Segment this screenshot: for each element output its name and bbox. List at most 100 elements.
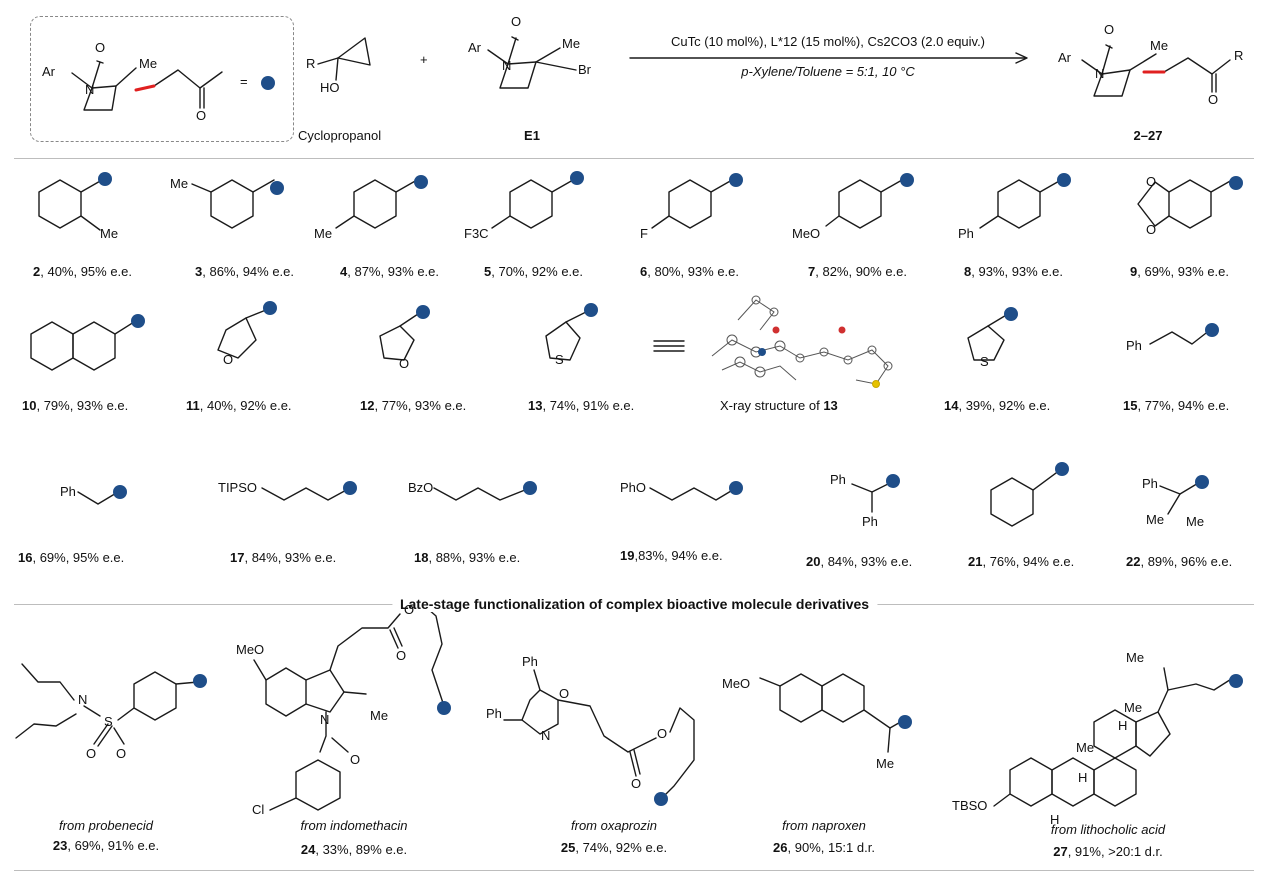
caption-7: 7, 82%, 90% e.e. <box>808 264 908 279</box>
product-r-label: R <box>1234 48 1244 63</box>
caption-2: 2, 40%, 95% e.e. <box>33 264 133 279</box>
caption-27: 27, 91%, >20:1 d.r. <box>1053 844 1163 859</box>
atom-tbso-27: TBSO <box>952 798 988 813</box>
conditions-line-1: CuTc (10 mol%), L*12 (15 mol%), Cs2CO3 (… <box>670 34 986 49</box>
atom-me-3: Me <box>170 176 189 191</box>
atom-o-25b: O <box>657 726 668 741</box>
core-n-label: N <box>85 82 95 97</box>
core-ar-label: Ar <box>42 64 55 79</box>
cyclopropanol-r-label: R <box>306 56 316 71</box>
e1-me-label: Me <box>562 36 581 51</box>
atom-n-23: N <box>78 692 88 707</box>
atom-meo-7: MeO <box>792 226 821 241</box>
structure-25 <box>503 669 695 801</box>
atom-me-26: Me <box>876 756 895 771</box>
cyclopropanol-ho-label: HO <box>320 80 340 95</box>
from-oxaprozin: from oxaprozin <box>571 818 657 833</box>
caption-xray: X-ray structure of 13 <box>720 398 838 413</box>
structure-13 <box>545 311 587 361</box>
atom-pho-19: PhO <box>620 480 647 495</box>
e1-n-label: N <box>502 58 512 73</box>
pyrrolidinone-core-definition <box>71 60 223 111</box>
e1-o-label: O <box>511 14 522 29</box>
cyclopropanol-caption: Cyclopropanol <box>298 128 382 143</box>
atom-o-12: O <box>399 356 410 371</box>
atom-ph-25b: Ph <box>486 706 502 721</box>
equivalence-sign <box>653 340 685 352</box>
atom-f3c-5: F3C <box>464 226 489 241</box>
e1-caption: E1 <box>524 128 540 143</box>
product-ar-label: Ar <box>1058 50 1071 65</box>
divider-bottom <box>14 870 1254 871</box>
late-stage-section-title: Late-stage functionalization of complex … <box>391 596 878 612</box>
atom-ph-16: Ph <box>60 484 76 499</box>
atom-h-27b: H <box>1078 770 1088 785</box>
atom-o-11: O <box>223 352 234 367</box>
atom-me-2: Me <box>100 226 119 241</box>
structure-7 <box>825 179 903 229</box>
structure-4 <box>335 179 418 229</box>
atom-o-25c: O <box>631 776 642 791</box>
caption-21: 21, 76%, 94% e.e. <box>968 554 1075 569</box>
caption-24: 24, 33%, 89% e.e. <box>300 842 408 857</box>
atom-h-27c: H <box>1050 812 1060 827</box>
structure-8 <box>979 179 1062 229</box>
atom-me-24: Me <box>370 708 389 723</box>
atom-me-27a: Me <box>1126 650 1145 665</box>
core-equals: = <box>240 74 248 89</box>
product-n-label: N <box>1095 66 1105 81</box>
caption-22: 22, 89%, 96% e.e. <box>1126 554 1233 569</box>
core-ketone-o-label: O <box>196 108 207 123</box>
caption-12: 12, 77%, 93% e.e. <box>360 398 467 413</box>
conditions-line-2: p-Xylene/Toluene = 5:1, 10 °C <box>741 64 915 79</box>
caption-17: 17, 84%, 93% e.e. <box>230 550 337 565</box>
from-indomethacin: from indomethacin <box>300 818 408 833</box>
product-o-label: O <box>1104 22 1115 37</box>
caption-14: 14, 39%, 92% e.e. <box>944 398 1051 413</box>
divider-top <box>14 158 1254 159</box>
xray-structure-image <box>711 295 893 388</box>
caption-16: 16, 69%, 95% e.e. <box>18 550 125 565</box>
structure-18 <box>433 487 531 501</box>
from-naproxen: from naproxen <box>782 818 866 833</box>
atom-s-23: S <box>104 714 113 729</box>
caption-23: 23, 69%, 91% e.e. <box>52 838 160 853</box>
atom-tipso-17: TIPSO <box>218 480 258 495</box>
core-me-label: Me <box>139 56 158 71</box>
atom-o-9b: O <box>1146 222 1157 237</box>
structure-23 <box>15 663 199 747</box>
structure-12 <box>379 313 419 361</box>
atom-o-24b: O <box>396 648 407 663</box>
structure-24 <box>253 601 445 811</box>
atom-me-27c: Me <box>1076 740 1095 755</box>
atom-ph-20b: Ph <box>862 514 878 529</box>
atom-me-22a: Me <box>1146 512 1165 527</box>
atom-f-6: F <box>640 226 648 241</box>
caption-15: 15, 77%, 94% e.e. <box>1123 398 1230 413</box>
caption-9: 9, 69%, 93% e.e. <box>1130 264 1230 279</box>
structure-2 <box>38 179 103 231</box>
atom-o-9a: O <box>1146 174 1157 189</box>
atom-bzo-18: BzO <box>408 480 434 495</box>
plus-sign: + <box>420 52 428 67</box>
caption-8: 8, 93%, 93% e.e. <box>964 264 1064 279</box>
atom-me-4: Me <box>314 226 333 241</box>
caption-6: 6, 80%, 93% e.e. <box>640 264 740 279</box>
atom-ph-8: Ph <box>958 226 974 241</box>
structure-17 <box>261 487 351 501</box>
atom-o-23b: O <box>116 746 127 761</box>
atom-s-13: S <box>555 352 564 367</box>
atom-o-24c: O <box>350 752 361 767</box>
cyclopropanol-structure <box>317 37 371 81</box>
structure-27 <box>993 667 1237 807</box>
caption-26: 26, 90%, 15:1 d.r. <box>773 840 875 855</box>
atom-s-14: S <box>980 354 989 369</box>
atom-ph-15: Ph <box>1126 338 1142 353</box>
atom-me-22b: Me <box>1186 514 1205 529</box>
structure-5 <box>491 179 574 229</box>
structure-19 <box>649 487 737 501</box>
e1-br-label: Br <box>578 62 591 77</box>
product-structure <box>1081 44 1231 97</box>
caption-11: 11, 40%, 92% e.e. <box>186 398 292 413</box>
